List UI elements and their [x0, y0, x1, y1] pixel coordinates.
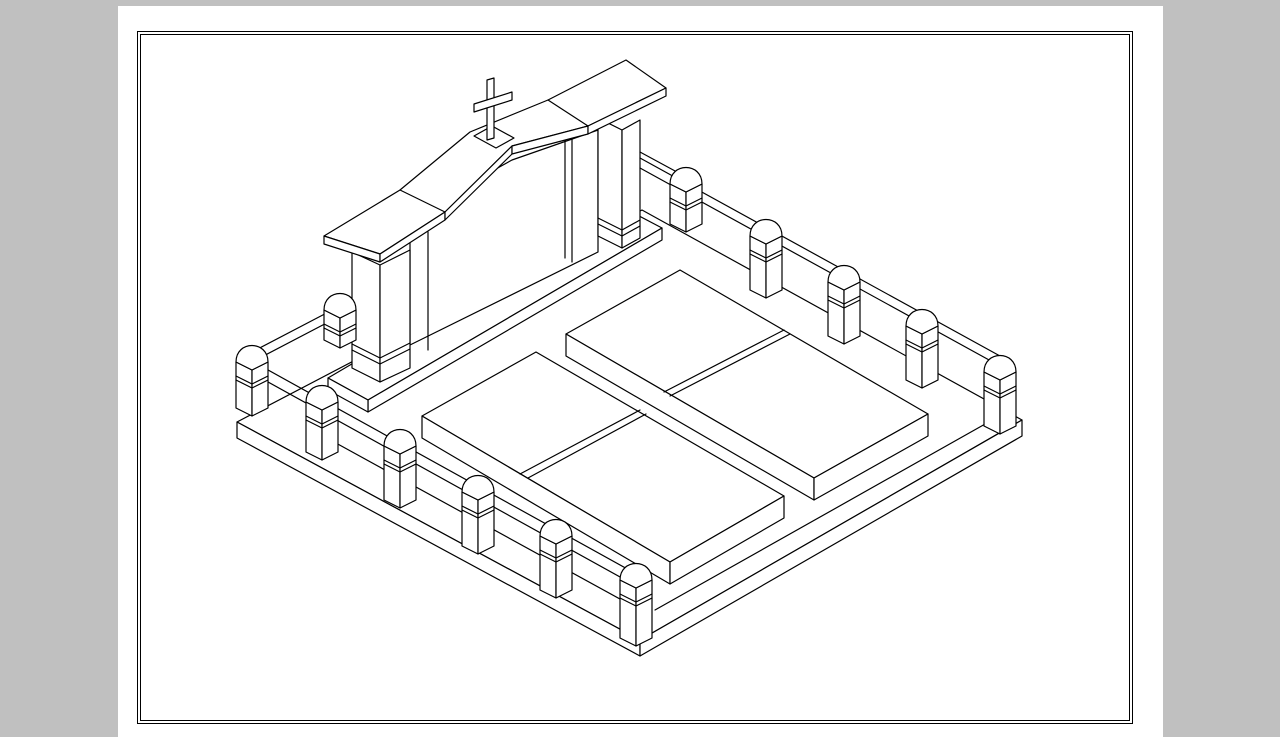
right-pillar-band [597, 217, 641, 231]
fence-post-band [619, 593, 653, 603]
fence-post [461, 475, 495, 555]
fence-post-front [983, 371, 1001, 435]
grave-slab-left-split [519, 409, 641, 475]
fence-post-cap [383, 429, 417, 455]
left-pillar-side [379, 249, 411, 383]
grave-slab-left-split2 [527, 413, 647, 479]
fence-post-cap [461, 475, 495, 501]
fence-post-side [321, 401, 339, 461]
fence-post-front [749, 235, 767, 299]
fence-post-side [477, 491, 495, 555]
fence-post-cap [619, 563, 653, 589]
cross-vertical [486, 77, 495, 141]
fence-post-band [305, 419, 339, 429]
left-pillar-band [351, 342, 411, 359]
fence-post-side [843, 281, 861, 345]
fence-post-side [635, 579, 653, 647]
fence-post-side [765, 235, 783, 299]
cross-horizontal [473, 91, 513, 113]
grave-slab-right-side [813, 413, 929, 501]
fence-post-cap [305, 385, 339, 411]
fence-post-cap [235, 345, 269, 371]
fence-post-band [461, 505, 495, 515]
fence-post-band [383, 463, 417, 473]
fence-post-band [461, 509, 495, 519]
fence-post [905, 309, 939, 389]
fence-post-band [323, 323, 357, 333]
fence-post-front [539, 535, 557, 599]
fence-post-front [383, 445, 401, 509]
fence-post-cap [749, 219, 783, 245]
fence-post-cap [323, 293, 357, 319]
fence-post [323, 293, 357, 349]
grave-slab-right-split2 [669, 333, 791, 397]
fence-post-front [827, 281, 845, 345]
fence-post [539, 519, 573, 599]
fence-post [305, 385, 339, 461]
grave-slab-right [565, 269, 929, 501]
fence-post-side [555, 535, 573, 599]
base-inner-edge-right [654, 409, 1011, 611]
fence-post-band [539, 553, 573, 563]
fence-post-cap [827, 265, 861, 291]
fence-posts [235, 167, 1017, 647]
fence-post-band [305, 415, 339, 425]
fence-post-front [305, 401, 323, 461]
sheet-border-outer [137, 31, 1133, 724]
fence-post-cap [669, 167, 703, 193]
fence-post-band [905, 343, 939, 353]
headstone [323, 59, 667, 413]
grave-slab-left [421, 351, 785, 585]
fence-post [749, 219, 783, 299]
fence-post-band [983, 389, 1017, 399]
cross-ornament [473, 77, 515, 149]
fence-post-side [999, 371, 1017, 435]
fence-post-band [235, 375, 269, 385]
fence-post-cap [539, 519, 573, 545]
fence-post-band [669, 197, 703, 207]
right-pillar-side [621, 119, 641, 249]
fence-post [383, 429, 417, 509]
sheet-border-inner [140, 34, 1130, 721]
fence-post-band [669, 201, 703, 211]
fence-post-side [921, 325, 939, 389]
fence-post-cap [983, 355, 1017, 381]
fence-post-band [827, 299, 861, 309]
fence-post-front [905, 325, 923, 389]
fence-post-band [827, 295, 861, 305]
headstone-cap-joint2 [547, 99, 589, 127]
grave-slab-right-split [663, 329, 785, 393]
fence-post [235, 345, 269, 417]
headstone-cap-joint1 [399, 189, 446, 213]
fence-post-front [235, 361, 253, 417]
fence-post-side [251, 361, 269, 417]
base-slab-front-right [639, 419, 1023, 657]
headstone-cap-front5 [587, 87, 667, 135]
fence-post [669, 167, 703, 233]
fence-post-side [399, 445, 417, 509]
fence-post-cap [905, 309, 939, 335]
fence-post-front [619, 579, 637, 647]
left-pillar-band2 [351, 348, 411, 365]
fence-post [983, 355, 1017, 435]
fence-post-band [983, 385, 1017, 395]
fence-post-band [749, 249, 783, 259]
fence-post-band [905, 339, 939, 349]
fence-post-band [619, 597, 653, 607]
fence-post-band [749, 253, 783, 263]
fence-post [619, 563, 653, 647]
fence-post-band [235, 379, 269, 389]
fence-post [827, 265, 861, 345]
fence-post-front [461, 491, 479, 555]
fence-post-band [383, 459, 417, 469]
right-pillar-band2 [597, 223, 641, 237]
grave-slab-left-side [669, 495, 785, 585]
fence-post-band [539, 549, 573, 559]
fence-post-band [323, 327, 357, 337]
